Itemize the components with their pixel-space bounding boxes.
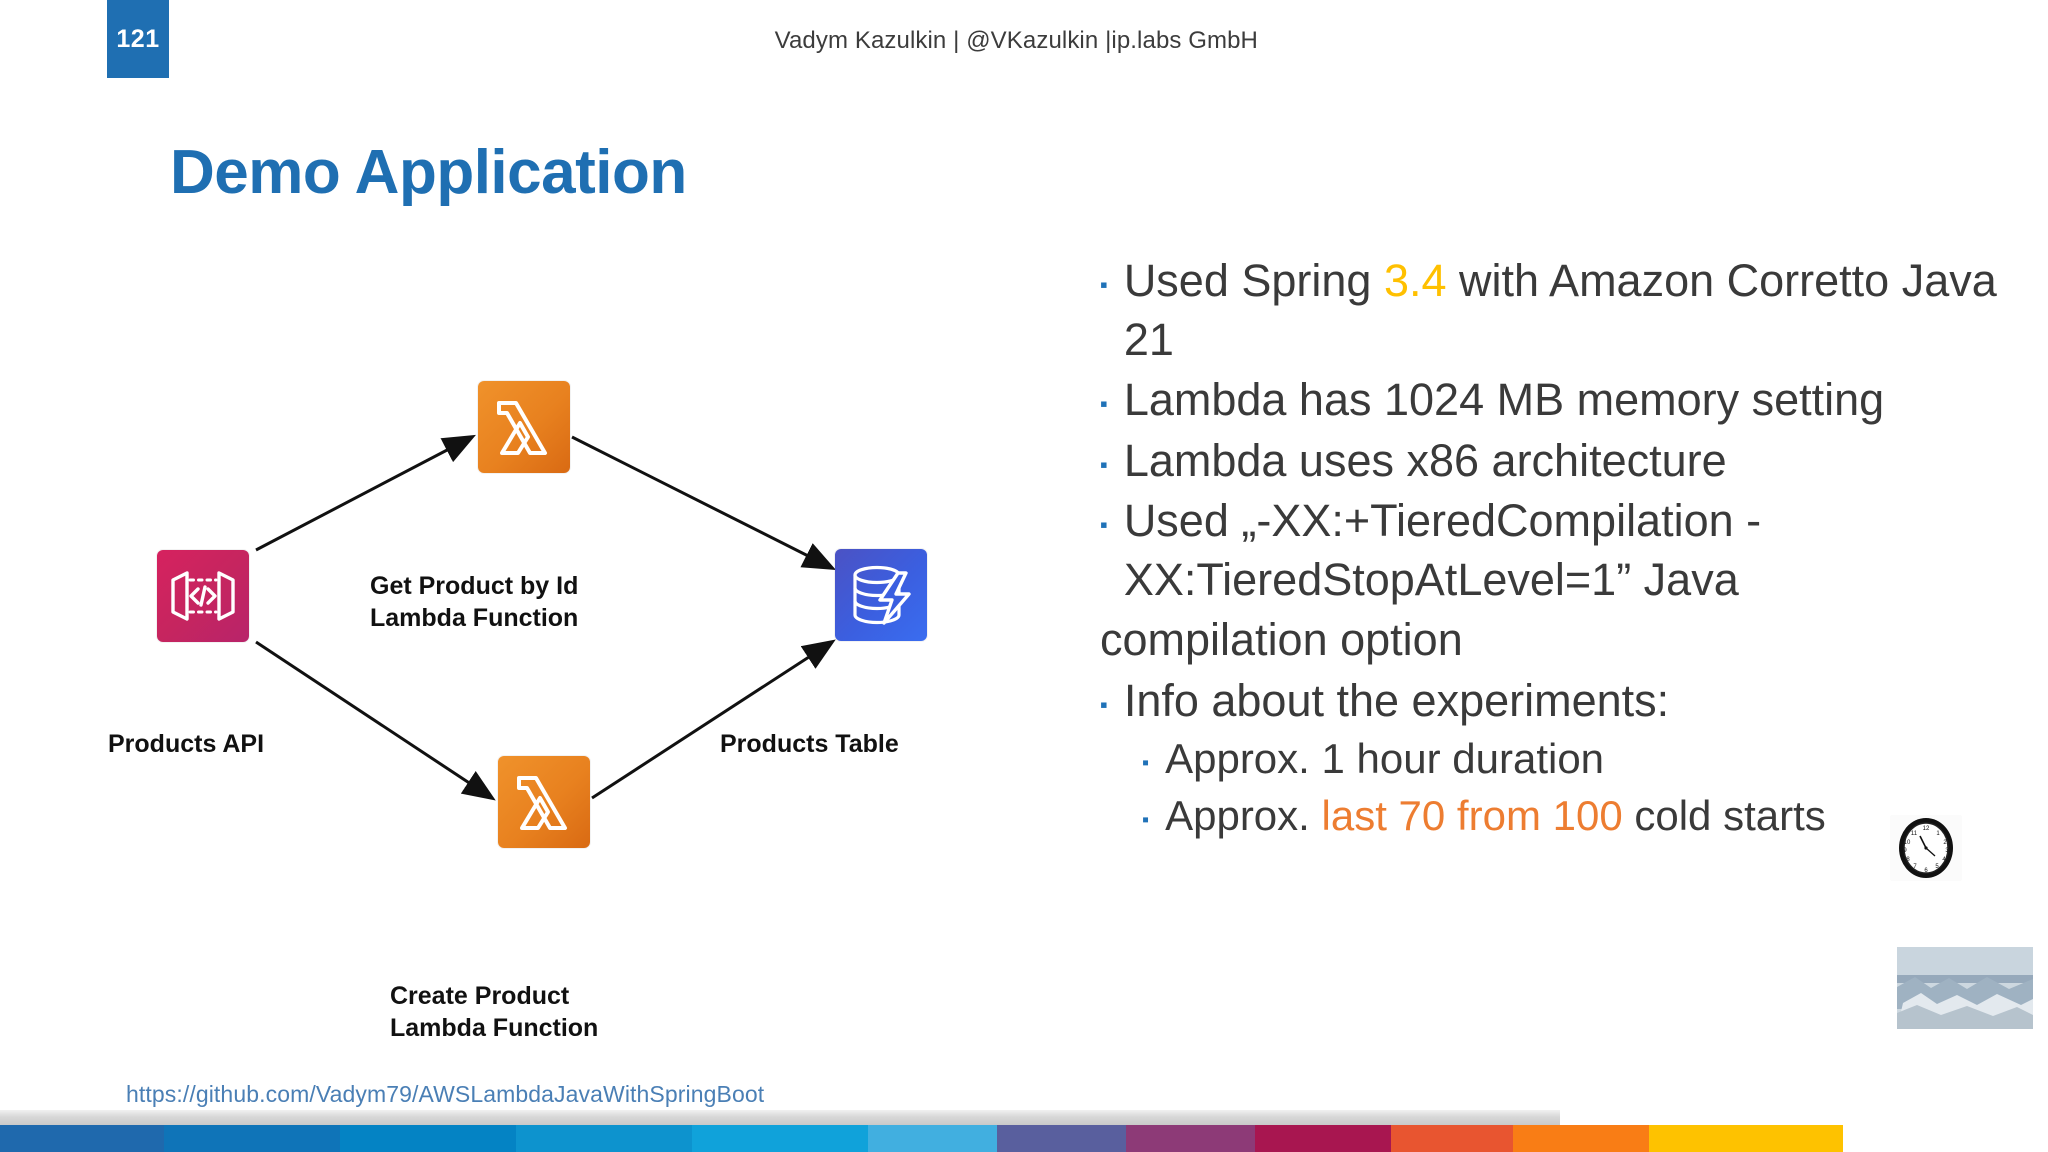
bullet-text-run: with Amazon Corretto Java 21 <box>1123 255 1997 365</box>
svg-text:12: 12 <box>1923 826 1930 832</box>
svg-text:2: 2 <box>1943 840 1947 846</box>
bullet-marker-icon: ▪ <box>1100 391 1108 416</box>
color-bar-segment <box>516 1125 693 1152</box>
label-products-table: Products Table <box>720 730 899 758</box>
ice-landscape-art <box>1897 947 2033 1029</box>
bullet-marker-icon: ▪ <box>1100 272 1108 297</box>
bullet-item: ▪ Lambda uses x86 architecture <box>1100 432 2040 491</box>
bullet-text-run: Lambda uses x86 architecture <box>1123 434 1727 486</box>
wall-clock-photo: 12 1 2 3 4 5 6 7 8 9 10 11 <box>1890 815 1962 881</box>
aws-dynamodb-icon[interactable] <box>835 549 927 641</box>
bullet-text-run: Info about the experiments: <box>1123 674 1670 726</box>
color-bar-segment <box>997 1125 1127 1152</box>
aws-api-gateway-icon[interactable] <box>157 550 249 642</box>
bullet-marker-icon: ▪ <box>1142 752 1150 774</box>
bullet-continuation-line: compilation option <box>1100 611 2040 670</box>
bullet-text: Info about the experiments: <box>1124 672 2040 731</box>
lambda-glyph <box>517 776 567 830</box>
footer-divider <box>0 1110 1560 1125</box>
label-products-api: Products API <box>108 730 265 758</box>
api-gateway-glyph <box>171 571 235 621</box>
color-bar-segment <box>339 1125 517 1152</box>
bullet-item: ▪ Info about the experiments: <box>1100 672 2040 731</box>
aws-lambda-icon-create-product[interactable] <box>498 756 590 848</box>
bullet-text: Approx. last 70 from 100 cold starts <box>1165 789 2040 844</box>
page-title: Demo Application <box>170 138 687 207</box>
color-bar-segment <box>0 1125 164 1152</box>
svg-text:4: 4 <box>1942 857 1946 863</box>
bullet-text-run: cold starts <box>1622 791 1826 839</box>
bullet-text-run: last 70 from 100 <box>1321 791 1623 839</box>
svg-text:8: 8 <box>1906 857 1910 863</box>
bullet-text-run: Used Spring <box>1123 255 1384 306</box>
svg-text:7: 7 <box>1913 864 1917 870</box>
aws-lambda-icon-get-product[interactable] <box>478 381 570 473</box>
lambda-glyph <box>497 401 547 455</box>
bullet-text-run: Approx. 1 hour duration <box>1165 735 1605 782</box>
svg-text:3: 3 <box>1945 848 1949 854</box>
bullet-marker-icon: ▪ <box>1100 451 1108 477</box>
bullet-item: ▪ Lambda has 1024 MB memory setting <box>1100 371 2040 430</box>
bullet-text-run: Used „-XX:+TieredCompilation -XX:TieredS… <box>1123 495 1762 605</box>
bullet-marker-icon: ▪ <box>1142 808 1150 831</box>
bullet-text: Approx. 1 hour duration <box>1165 732 2040 787</box>
color-bar-segment <box>1126 1125 1256 1152</box>
color-bar-segment <box>868 1125 998 1152</box>
source-link[interactable]: https://github.com/Vadym79/AWSLambdaJava… <box>126 1081 765 1107</box>
diagram-arrows <box>255 434 837 801</box>
color-bar-segment <box>692 1125 869 1152</box>
svg-text:6: 6 <box>1924 868 1928 874</box>
label-get-product-lambda: Get Product by Id Lambda Function <box>370 572 579 632</box>
ice-landscape-photo <box>1897 947 2033 1029</box>
bullet-text-run: Approx. <box>1165 791 1322 839</box>
page-number-badge: 121 <box>107 0 169 78</box>
bullet-text: Lambda uses x86 architecture <box>1124 432 2040 491</box>
bullet-item: ▪ Approx. 1 hour duration <box>1100 732 2040 787</box>
bullet-text-run: compilation option <box>1100 614 1463 665</box>
svg-text:11: 11 <box>1911 831 1918 837</box>
bullet-text: Used „-XX:+TieredCompilation -XX:TieredS… <box>1124 492 2040 609</box>
svg-text:9: 9 <box>1903 848 1907 854</box>
clock-face-icon: 12 1 2 3 4 5 6 7 8 9 10 11 <box>1890 815 1962 881</box>
architecture-diagram: Get Product by Id Lambda Function Create… <box>80 250 1080 1080</box>
bullet-text: Used Spring 3.4 with Amazon Corretto Jav… <box>1124 252 2040 369</box>
dynamodb-glyph <box>853 565 911 625</box>
bullet-item: ▪ Used „-XX:+TieredCompilation -XX:Tiered… <box>1100 492 2040 609</box>
bullet-text-run: 3.4 <box>1383 255 1447 306</box>
color-bar-segment <box>1513 1125 1649 1152</box>
color-bar-segment <box>163 1125 340 1152</box>
color-bar-segment <box>1390 1125 1514 1152</box>
color-bar-segment <box>1255 1125 1391 1152</box>
bullet-text-run: Lambda has 1024 MB memory setting <box>1123 374 1885 425</box>
svg-text:5: 5 <box>1935 864 1939 870</box>
svg-text:1: 1 <box>1936 831 1940 837</box>
bullet-list: ▪ Used Spring 3.4 with Amazon Corretto Ja… <box>1100 252 2040 845</box>
bullet-item: ▪ Used Spring 3.4 with Amazon Corretto Ja… <box>1100 252 2040 369</box>
svg-text:10: 10 <box>1904 840 1911 846</box>
color-bar-segment <box>1648 1125 1844 1152</box>
bullet-item: ▪ Approx. last 70 from 100 cold starts <box>1100 789 2040 844</box>
footer-color-bar <box>0 1125 2048 1152</box>
label-create-product-lambda: Create Product Lambda Function <box>390 982 599 1042</box>
header-credit: Vadym Kazulkin | @VKazulkin |ip.labs Gmb… <box>774 27 1258 54</box>
bullet-marker-icon: ▪ <box>1100 691 1108 717</box>
bullet-text: Lambda has 1024 MB memory setting <box>1124 371 2040 430</box>
bullet-marker-icon: ▪ <box>1100 512 1108 537</box>
